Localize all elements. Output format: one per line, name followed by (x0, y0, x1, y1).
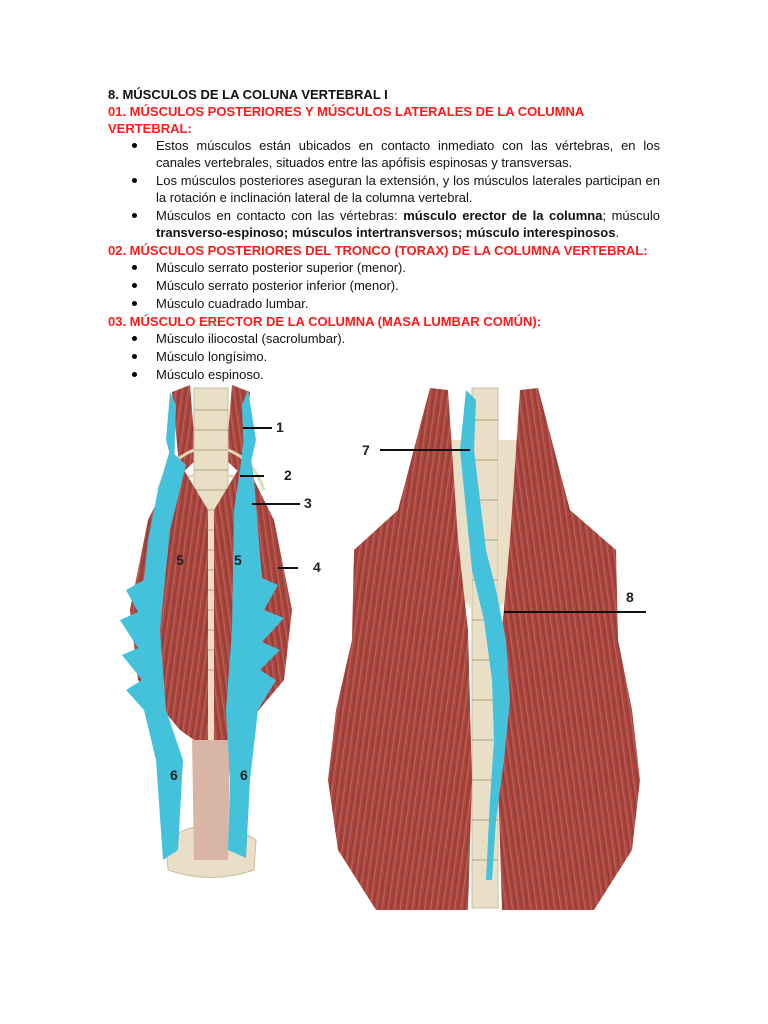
list-item: Estos músculos están ubicados en contact… (108, 137, 660, 171)
bullet-icon (132, 143, 137, 148)
bold-term: músculo erector de la columna (403, 208, 603, 223)
bullet-icon (132, 336, 137, 341)
figure-label: 3 (304, 495, 312, 511)
figure-label: 5 (234, 552, 242, 568)
figure-label: 2 (284, 467, 292, 483)
list-item: Los músculos posteriores aseguran la ext… (108, 172, 660, 206)
figure-label: 5 (176, 552, 184, 568)
section-1-list: Estos músculos están ubicados en contact… (108, 137, 660, 241)
list-item: Músculo longísimo. (108, 348, 660, 365)
document-page: 8. MÚSCULOS DE LA COLUNA VERTEBRAL I 01.… (108, 86, 660, 384)
list-item: Músculo serrato posterior inferior (meno… (108, 277, 660, 294)
figure-label: 6 (240, 767, 248, 783)
list-item: Músculo cuadrado lumbar. (108, 295, 660, 312)
bullet-icon (132, 265, 137, 270)
figure-label: 7 (362, 442, 370, 458)
anatomy-figures: 1 2 3 4 5 5 6 6 (108, 380, 660, 915)
bullet-icon (132, 301, 137, 306)
section-heading-1: 01. MÚSCULOS POSTERIORES Y MÚSCULOS LATE… (108, 104, 584, 136)
list-item: Músculo iliocostal (sacrolumbar). (108, 330, 660, 347)
list-item: Músculos en contacto con las vértebras: … (108, 207, 660, 241)
section-3-list: Músculo iliocostal (sacrolumbar). Múscul… (108, 330, 660, 383)
section-2-list: Músculo serrato posterior superior (meno… (108, 259, 660, 312)
list-item: Músculo serrato posterior superior (meno… (108, 259, 660, 276)
bullet-icon (132, 283, 137, 288)
figure-label: 8 (626, 589, 634, 605)
figure-label: 1 (276, 419, 284, 435)
figure-label: 4 (313, 559, 321, 575)
right-anatomy-illustration (328, 387, 646, 910)
section-heading-2: 02. MÚSCULOS POSTERIORES DEL TRONCO (TOR… (108, 243, 648, 258)
bullet-icon (132, 372, 137, 377)
bullet-icon (132, 354, 137, 359)
document-title: 8. MÚSCULOS DE LA COLUNA VERTEBRAL I (108, 87, 388, 102)
figure-label: 6 (170, 767, 178, 783)
list-item: Músculo espinoso. (108, 366, 660, 383)
bold-term: transverso-espinoso; músculos intertrans… (156, 225, 616, 240)
bullet-icon (132, 213, 137, 218)
section-heading-3: 03. MÚSCULO ERECTOR DE LA COLUMNA (MASA … (108, 314, 542, 329)
bullet-icon (132, 178, 137, 183)
left-anatomy-illustration (120, 385, 300, 878)
